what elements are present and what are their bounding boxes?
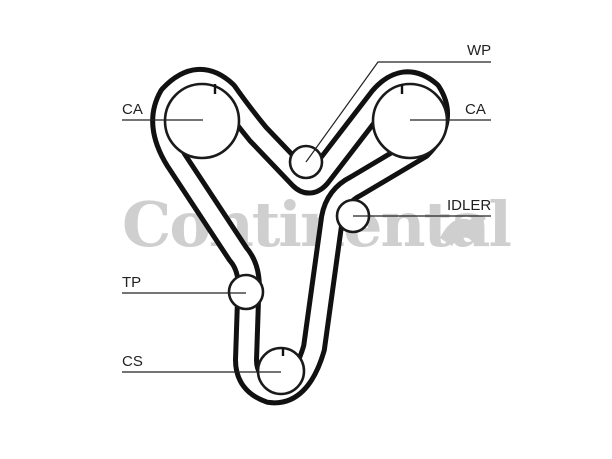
label-cs: CS — [122, 353, 143, 370]
leader-wp — [305, 61, 491, 163]
tensioner-pulley — [227, 273, 265, 311]
label-ca-right: CA — [465, 101, 486, 118]
label-wp: WP — [467, 42, 491, 59]
crankshaft-pulley — [256, 346, 306, 396]
label-ca-left: CA — [122, 101, 143, 118]
label-idler: IDLER — [447, 197, 491, 214]
camshaft-pulley-left — [163, 82, 241, 160]
leader-lines — [122, 61, 491, 373]
horse-logo-icon — [440, 215, 486, 246]
label-tp: TP — [122, 274, 141, 291]
camshaft-pulley-right — [371, 82, 449, 160]
component-labels: CA WP CA IDLER TP CS — [122, 42, 491, 370]
